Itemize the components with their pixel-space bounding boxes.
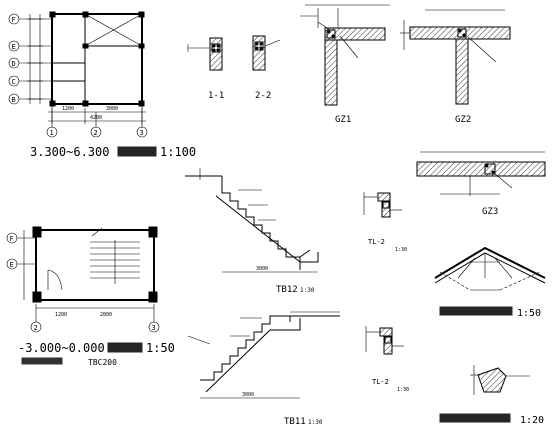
stair-tb11: 3000 TB11 1:30 <box>187 311 340 427</box>
plan-bottom-dim-1: 1200 <box>55 312 67 318</box>
plan-top-axis-lines <box>19 18 52 100</box>
door-swing <box>47 269 63 291</box>
roof-detail-title-chinese-glyphs <box>439 306 513 316</box>
tb12-length: 3000 <box>256 266 268 272</box>
detail-tl2-lower: TL-2 1:30 <box>365 326 409 393</box>
plan-bottom-title-chinese-glyphs <box>107 342 143 353</box>
small-detail: 1:20 <box>439 365 544 426</box>
section-1-1: 1-1 <box>187 37 224 101</box>
axis-label-B: B <box>12 96 16 104</box>
tb11-length: 3000 <box>242 392 254 398</box>
plan-top: F E D C B <box>8 11 196 159</box>
gz3-label: GZ3 <box>482 207 498 217</box>
axis-bubble-icon <box>30 321 42 333</box>
detail-gz3: GZ3 <box>416 151 546 217</box>
axis-label-2: 2 <box>94 129 98 137</box>
sec-1-1-label: 1-1 <box>208 91 224 101</box>
plan-top-row-axes: F E D C B <box>8 13 20 105</box>
axis-label-D: D <box>12 60 16 68</box>
plan-bottom-scale: 1:50 <box>146 341 175 355</box>
plan-top-columns <box>49 11 145 107</box>
axis-label-3: 3 <box>140 129 144 137</box>
axis-label-3-bottom: 3 <box>152 324 156 332</box>
small-detail-scale: 1:20 <box>520 415 544 426</box>
plan-bottom-dim-2: 2800 <box>100 312 112 318</box>
axis-label-F-bottom: F <box>10 235 14 243</box>
plan-top-outer-wall <box>51 13 143 105</box>
section-2-2: 2-2 <box>252 35 281 101</box>
gz1-label: GZ1 <box>335 115 351 125</box>
roof-detail: 1:50 <box>434 246 546 319</box>
axis-label-C: C <box>12 78 16 86</box>
tl2-upper-label: TL-2 <box>368 238 385 246</box>
small-detail-title-chinese-glyphs <box>439 413 511 423</box>
tl2-upper-scale: 1:30 <box>395 247 407 253</box>
axis-bubble-icon <box>90 126 102 138</box>
plan-top-title: 3.300~6.300 <box>30 145 109 159</box>
plan-bottom-stair-treads <box>90 240 140 284</box>
dim-1200: 1200 <box>62 106 74 112</box>
dim-3000: 3000 <box>106 106 118 112</box>
tb12-scale: 1:30 <box>300 287 315 294</box>
tl2-lower-label: TL-2 <box>372 378 389 386</box>
axis-label-E: E <box>12 43 16 51</box>
axis-bubble-icon <box>46 126 58 138</box>
detail-gz1: GZ1 <box>300 4 390 125</box>
axis-bubble-icon <box>136 126 148 138</box>
plan-bottom-outer-wall <box>35 229 155 301</box>
axis-bubble-icon <box>148 321 160 333</box>
gz2-label: GZ2 <box>455 115 471 125</box>
detail-gz2: GZ2 <box>400 9 511 125</box>
stair-tb12: 3000 TB12 1:30 <box>185 168 319 295</box>
tb11-label: TB11 <box>284 417 306 427</box>
detail-tl2-upper: TL-2 1:30 <box>363 192 407 253</box>
tb12-label: TB12 <box>276 285 298 295</box>
axis-label-2-bottom: 2 <box>34 324 38 332</box>
tb11-scale: 1:30 <box>308 419 323 426</box>
axis-label-E-bottom: E <box>10 261 14 269</box>
plan-bottom: F E 1200 2800 2 3 <box>6 226 175 367</box>
tl2-lower-scale: 1:30 <box>397 387 409 393</box>
roof-detail-scale: 1:50 <box>517 308 541 319</box>
axis-label-1: 1 <box>50 129 54 137</box>
plan-top-title-chinese-glyphs <box>117 146 157 157</box>
sec-2-2-label: 2-2 <box>255 91 271 101</box>
plan-top-scale: 1:100 <box>160 145 196 159</box>
axis-label-F: F <box>12 16 16 24</box>
plan-bottom-note: TBC200 <box>88 358 117 367</box>
plan-bottom-title: -3.000~0.000 <box>18 341 105 355</box>
plan-top-left-dim <box>27 14 43 104</box>
